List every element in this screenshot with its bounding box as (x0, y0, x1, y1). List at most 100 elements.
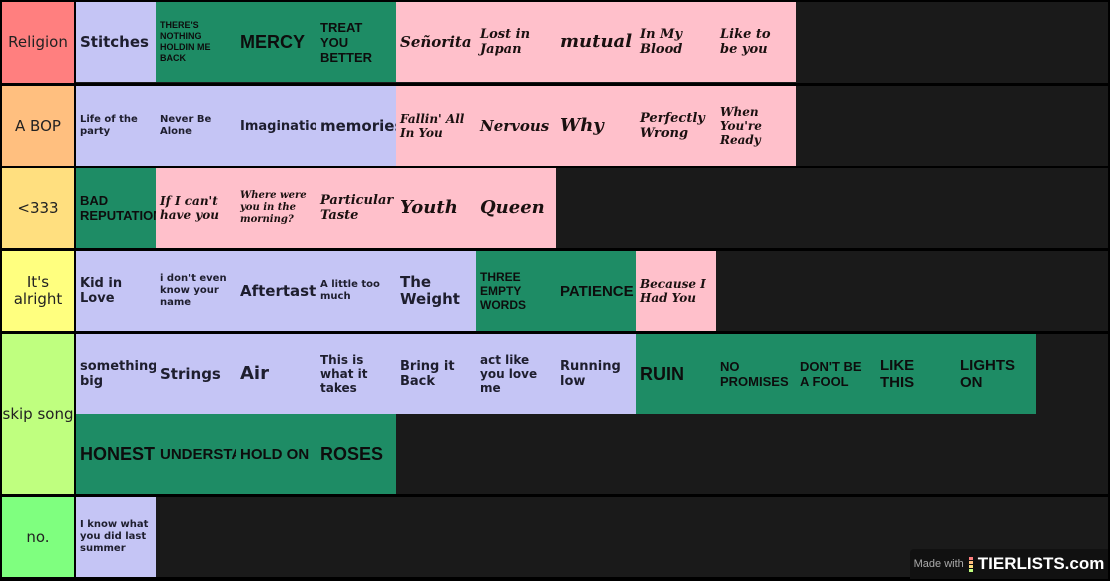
tier-item[interactable]: Stitches (76, 2, 156, 82)
tier-item[interactable]: PATIENCE (556, 251, 636, 331)
tier-item[interactable]: Kid in Love (76, 251, 156, 331)
tier-item[interactable]: This is what it takes (316, 334, 396, 414)
tier-label[interactable]: It's alright (2, 251, 74, 331)
tier-item[interactable]: NO PROMISES (716, 334, 796, 414)
tier-item-label: NO PROMISES (720, 359, 789, 389)
tier-item-label: memories (320, 116, 396, 135)
tier-item[interactable]: THREE EMPTY WORDS (476, 251, 556, 331)
tier-item[interactable]: HONEST (76, 414, 156, 494)
tier-item-label: TREAT YOU BETTER (320, 19, 372, 65)
tier-item[interactable]: RUIN (636, 334, 716, 414)
tier-item[interactable]: Life of the party (76, 86, 156, 166)
tier-item-label: Like to be you (720, 27, 771, 57)
tier-item-label: MERCY (240, 32, 306, 52)
tier-item-label: If I can't have you (160, 194, 219, 222)
tier-item[interactable]: Air (236, 334, 316, 414)
tier-item[interactable]: i don't even know your name (156, 251, 236, 331)
tier-item-label: Running low (560, 359, 621, 389)
tier-item-label: Aftertaste (240, 281, 316, 300)
tier-item-label: Nervous (480, 116, 550, 135)
tier-label[interactable]: A BOP (2, 86, 74, 166)
tier-item-label: THREE EMPTY WORDS (480, 270, 526, 312)
tier-item-label: When You're Ready (720, 105, 762, 147)
tier-item-label: RUIN (640, 364, 684, 384)
tier-item[interactable]: BAD REPUTATION (76, 168, 156, 248)
tier-item-label: Stitches (80, 32, 149, 51)
tier-item-label: Strings (160, 364, 221, 383)
tier-label[interactable]: no. (2, 497, 74, 577)
tier-item[interactable]: THERE'S NOTHING HOLDIN ME BACK (156, 2, 236, 82)
watermark-brand: TIERLISTS.com (977, 554, 1105, 573)
tier-item[interactable]: Imagination (236, 86, 316, 166)
tier-item-label: Kid in Love (80, 276, 123, 306)
tier-item[interactable]: Lost in Japan (476, 2, 556, 82)
tier-item-label: The Weight (400, 273, 460, 308)
watermark: Made with TIERLISTS.com (910, 549, 1108, 579)
tier-item-label: Perfectly Wrong (640, 111, 705, 141)
tier-item[interactable]: memories (316, 86, 396, 166)
tier-item-label: PATIENCE (560, 282, 634, 300)
tier-item[interactable]: Strings (156, 334, 236, 414)
tier-item[interactable]: If I can't have you (156, 168, 236, 248)
tier-item-label: Fallin' All In You (400, 112, 465, 140)
tier-item[interactable]: something big (76, 334, 156, 414)
tier-row: Religion Stitches THERE'S NOTHING HOLDIN M… (2, 2, 1108, 83)
tier-item-label: Queen (480, 197, 545, 218)
tier-item-label: Particular Taste (320, 193, 394, 223)
tier-item[interactable]: In My Blood (636, 2, 716, 82)
tier-item[interactable]: When You're Ready (716, 86, 796, 166)
tier-item[interactable]: DON'T BE A FOOL (796, 334, 876, 414)
tier-item[interactable]: I know what you did last summer (76, 497, 156, 577)
tier-item[interactable]: Nervous (476, 86, 556, 166)
tier-item-label: DON'T BE A FOOL (800, 359, 862, 389)
tier-item-label: Where were you in the morning? (240, 190, 307, 225)
tier-item[interactable]: Queen (476, 168, 556, 248)
tier-item[interactable]: A little too much (316, 251, 396, 331)
tier-item-label: Never Be Alone (160, 114, 212, 137)
tier-item[interactable]: ROSES (316, 414, 396, 494)
tier-item[interactable]: The Weight (396, 251, 476, 331)
tier-item-label: Why (560, 115, 604, 136)
tier-item[interactable]: Señorita (396, 2, 476, 82)
tier-item-label: LIKE THIS (880, 357, 915, 391)
tier-item[interactable]: Youth (396, 168, 476, 248)
tier-item[interactable]: Where were you in the morning? (236, 168, 316, 248)
tier-item[interactable]: Like to be you (716, 2, 796, 82)
tier-item[interactable]: Fallin' All In You (396, 86, 476, 166)
tier-item[interactable]: act like you love me (476, 334, 556, 414)
tier-label[interactable]: Religion (2, 2, 74, 83)
tier-item-label: HOLD ON (240, 445, 310, 463)
tier-item-label: I know what you did last summer (80, 519, 149, 554)
tier-item-label: something big (80, 359, 156, 389)
tier-label[interactable]: skip song (2, 334, 74, 494)
tier-item[interactable]: Running low (556, 334, 636, 414)
tier-item[interactable]: LIGHTS ON (956, 334, 1036, 414)
tier-item-label: THERE'S NOTHING HOLDIN ME BACK (160, 20, 211, 63)
tier-item-label: UNDERSTAND (160, 445, 236, 463)
tier-item[interactable]: Perfectly Wrong (636, 86, 716, 166)
tier-item[interactable]: Why (556, 86, 636, 166)
tier-item-label: This is what it takes (320, 353, 368, 395)
tier-item-label: Lost in Japan (480, 27, 531, 57)
tier-item-label: A little too much (320, 279, 380, 302)
tier-label[interactable]: <333 (2, 168, 74, 248)
tier-item[interactable]: mutual (556, 2, 636, 82)
tier-item[interactable]: MERCY (236, 2, 316, 82)
tier-item[interactable]: HOLD ON (236, 414, 316, 494)
tier-item[interactable]: Because I Had You (636, 251, 716, 331)
tier-item[interactable]: UNDERSTAND (156, 414, 236, 494)
tier-item[interactable]: Aftertaste (236, 251, 316, 331)
tier-item-label: act like you love me (480, 353, 538, 395)
tier-item[interactable]: Particular Taste (316, 168, 396, 248)
tier-item[interactable]: TREAT YOU BETTER (316, 2, 396, 82)
tier-item-label: Bring it Back (400, 359, 455, 389)
tier-item[interactable]: LIKE THIS (876, 334, 956, 414)
tier-item[interactable]: Bring it Back (396, 334, 476, 414)
tier-item-label: In My Blood (640, 27, 683, 57)
tier-item[interactable]: Never Be Alone (156, 86, 236, 166)
